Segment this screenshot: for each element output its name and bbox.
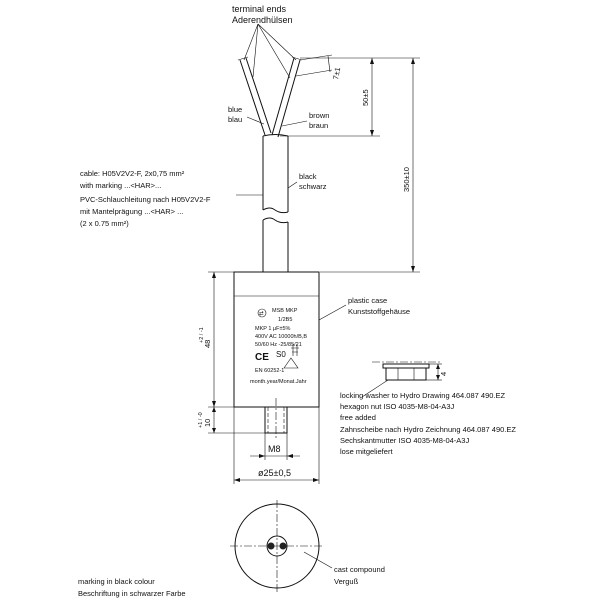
diameter-dimension: [233, 407, 320, 484]
case-line3: MKP 1 µF±5%: [255, 326, 291, 332]
marking-note-de: Beschriftung in schwarzer Farbe: [78, 589, 186, 598]
cable-spec-3: PVC-Schlauchleitung nach H05V2V2-F: [80, 195, 211, 204]
diameter-value: ø25±0,5: [258, 468, 291, 478]
nut-height-value: 4: [439, 372, 448, 376]
brown-leader: [281, 120, 308, 127]
case-outline-circle: [234, 503, 320, 589]
strip-length-dimension: [280, 57, 420, 137]
plastic-case-label-de: Kunststoffgehäuse: [348, 307, 410, 316]
cable-spec-1: cable: H05V2V2-F, 2x0,75 mm²: [80, 169, 185, 178]
washer-text-3: free added: [340, 413, 376, 422]
cable-spec-4: mit Mantelprägung ...<HAR> ...: [80, 207, 183, 216]
wire-hole-left: [267, 542, 275, 550]
hex-nut-view: [372, 361, 442, 381]
overall-length-dimension: [320, 58, 420, 273]
stud-length-dimension: [208, 407, 265, 434]
case-line2: 1/2B5: [278, 317, 292, 323]
cast-compound-leader: [303, 551, 333, 569]
case-line5: 50/60 Hz -25/85/21: [255, 342, 302, 348]
case-standard: EN 60252-1: [255, 368, 284, 374]
washer-text-4: Zahnscheibe nach Hydro Zeichnung 464.087…: [340, 425, 516, 434]
stud-circle: [266, 535, 288, 557]
vde-triangle-icon: [283, 357, 299, 369]
tip-length-value: 7±1: [331, 67, 342, 81]
case-date: month.year/Monat.Jahr: [250, 379, 307, 385]
washer-text-2: hexagon nut ISO 4035-M8-04-A3J: [340, 402, 454, 411]
washer-text-1: locking washer to Hydro Drawing 464.087 …: [340, 391, 506, 400]
brown-label: brown: [309, 111, 329, 120]
overall-length-value: 350±10: [402, 167, 411, 192]
case-line4: 400V AC 10000h/B,B: [255, 334, 307, 340]
black-label: black: [299, 172, 317, 181]
black-label-de: schwarz: [299, 182, 327, 191]
tip-length-dimension: [295, 54, 333, 77]
blue-leader: [246, 116, 265, 125]
washer-leader: [361, 379, 389, 398]
symbol-icon: [291, 344, 299, 356]
cable-spec-2: with marking ...<HAR>...: [79, 181, 161, 190]
body-height-tolerance: +2 / -1: [199, 327, 205, 343]
washer-text-5: Sechskantmutter ISO 4035-M8-04-A3J: [340, 436, 469, 445]
wire-hole-right: [279, 542, 287, 550]
bottom-view: [230, 500, 324, 594]
cast-compound-label: cast compound: [334, 565, 385, 574]
terminal-ends-label-de: Aderendhülsen: [232, 15, 293, 25]
wire-blue: [237, 56, 272, 136]
thread-value: M8: [268, 444, 281, 454]
brown-label-de: braun: [309, 121, 328, 130]
threaded-stud: [264, 398, 288, 438]
stud-length-value: 10: [203, 419, 212, 427]
cast-compound-label-de: Verguß: [334, 577, 359, 586]
ce-mark: CE: [255, 352, 269, 363]
case-line1: MSB MKP: [272, 308, 298, 314]
cable-sheath: [262, 134, 289, 272]
case-marking: ⇄ MSB MKP 1/2B5 MKP 1 µF±5% 400V AC 1000…: [250, 308, 307, 385]
body-height-dimension: [208, 271, 234, 408]
body-height-value: 48: [203, 340, 212, 348]
strip-length-value: 50±5: [361, 89, 370, 106]
stud-length-tolerance: +1 / -0: [198, 412, 204, 428]
thread-dimension: [250, 433, 300, 460]
svg-text:⇄: ⇄: [259, 310, 264, 317]
washer-text-6: lose mitgeliefert: [340, 447, 393, 456]
marking-note: marking in black colour: [78, 577, 155, 586]
cable-spec-5: (2 x 0.75 mm²): [80, 219, 129, 228]
blue-label: blue: [228, 105, 242, 114]
s0-mark: S0: [276, 350, 286, 359]
terminal-ends-label: terminal ends: [232, 4, 287, 14]
black-leader: [287, 181, 298, 189]
blue-label-de: blau: [228, 115, 242, 124]
plastic-case-label: plastic case: [348, 296, 387, 305]
terminal-ends-leader: [243, 23, 297, 79]
plastic-case-leader: [318, 304, 347, 321]
